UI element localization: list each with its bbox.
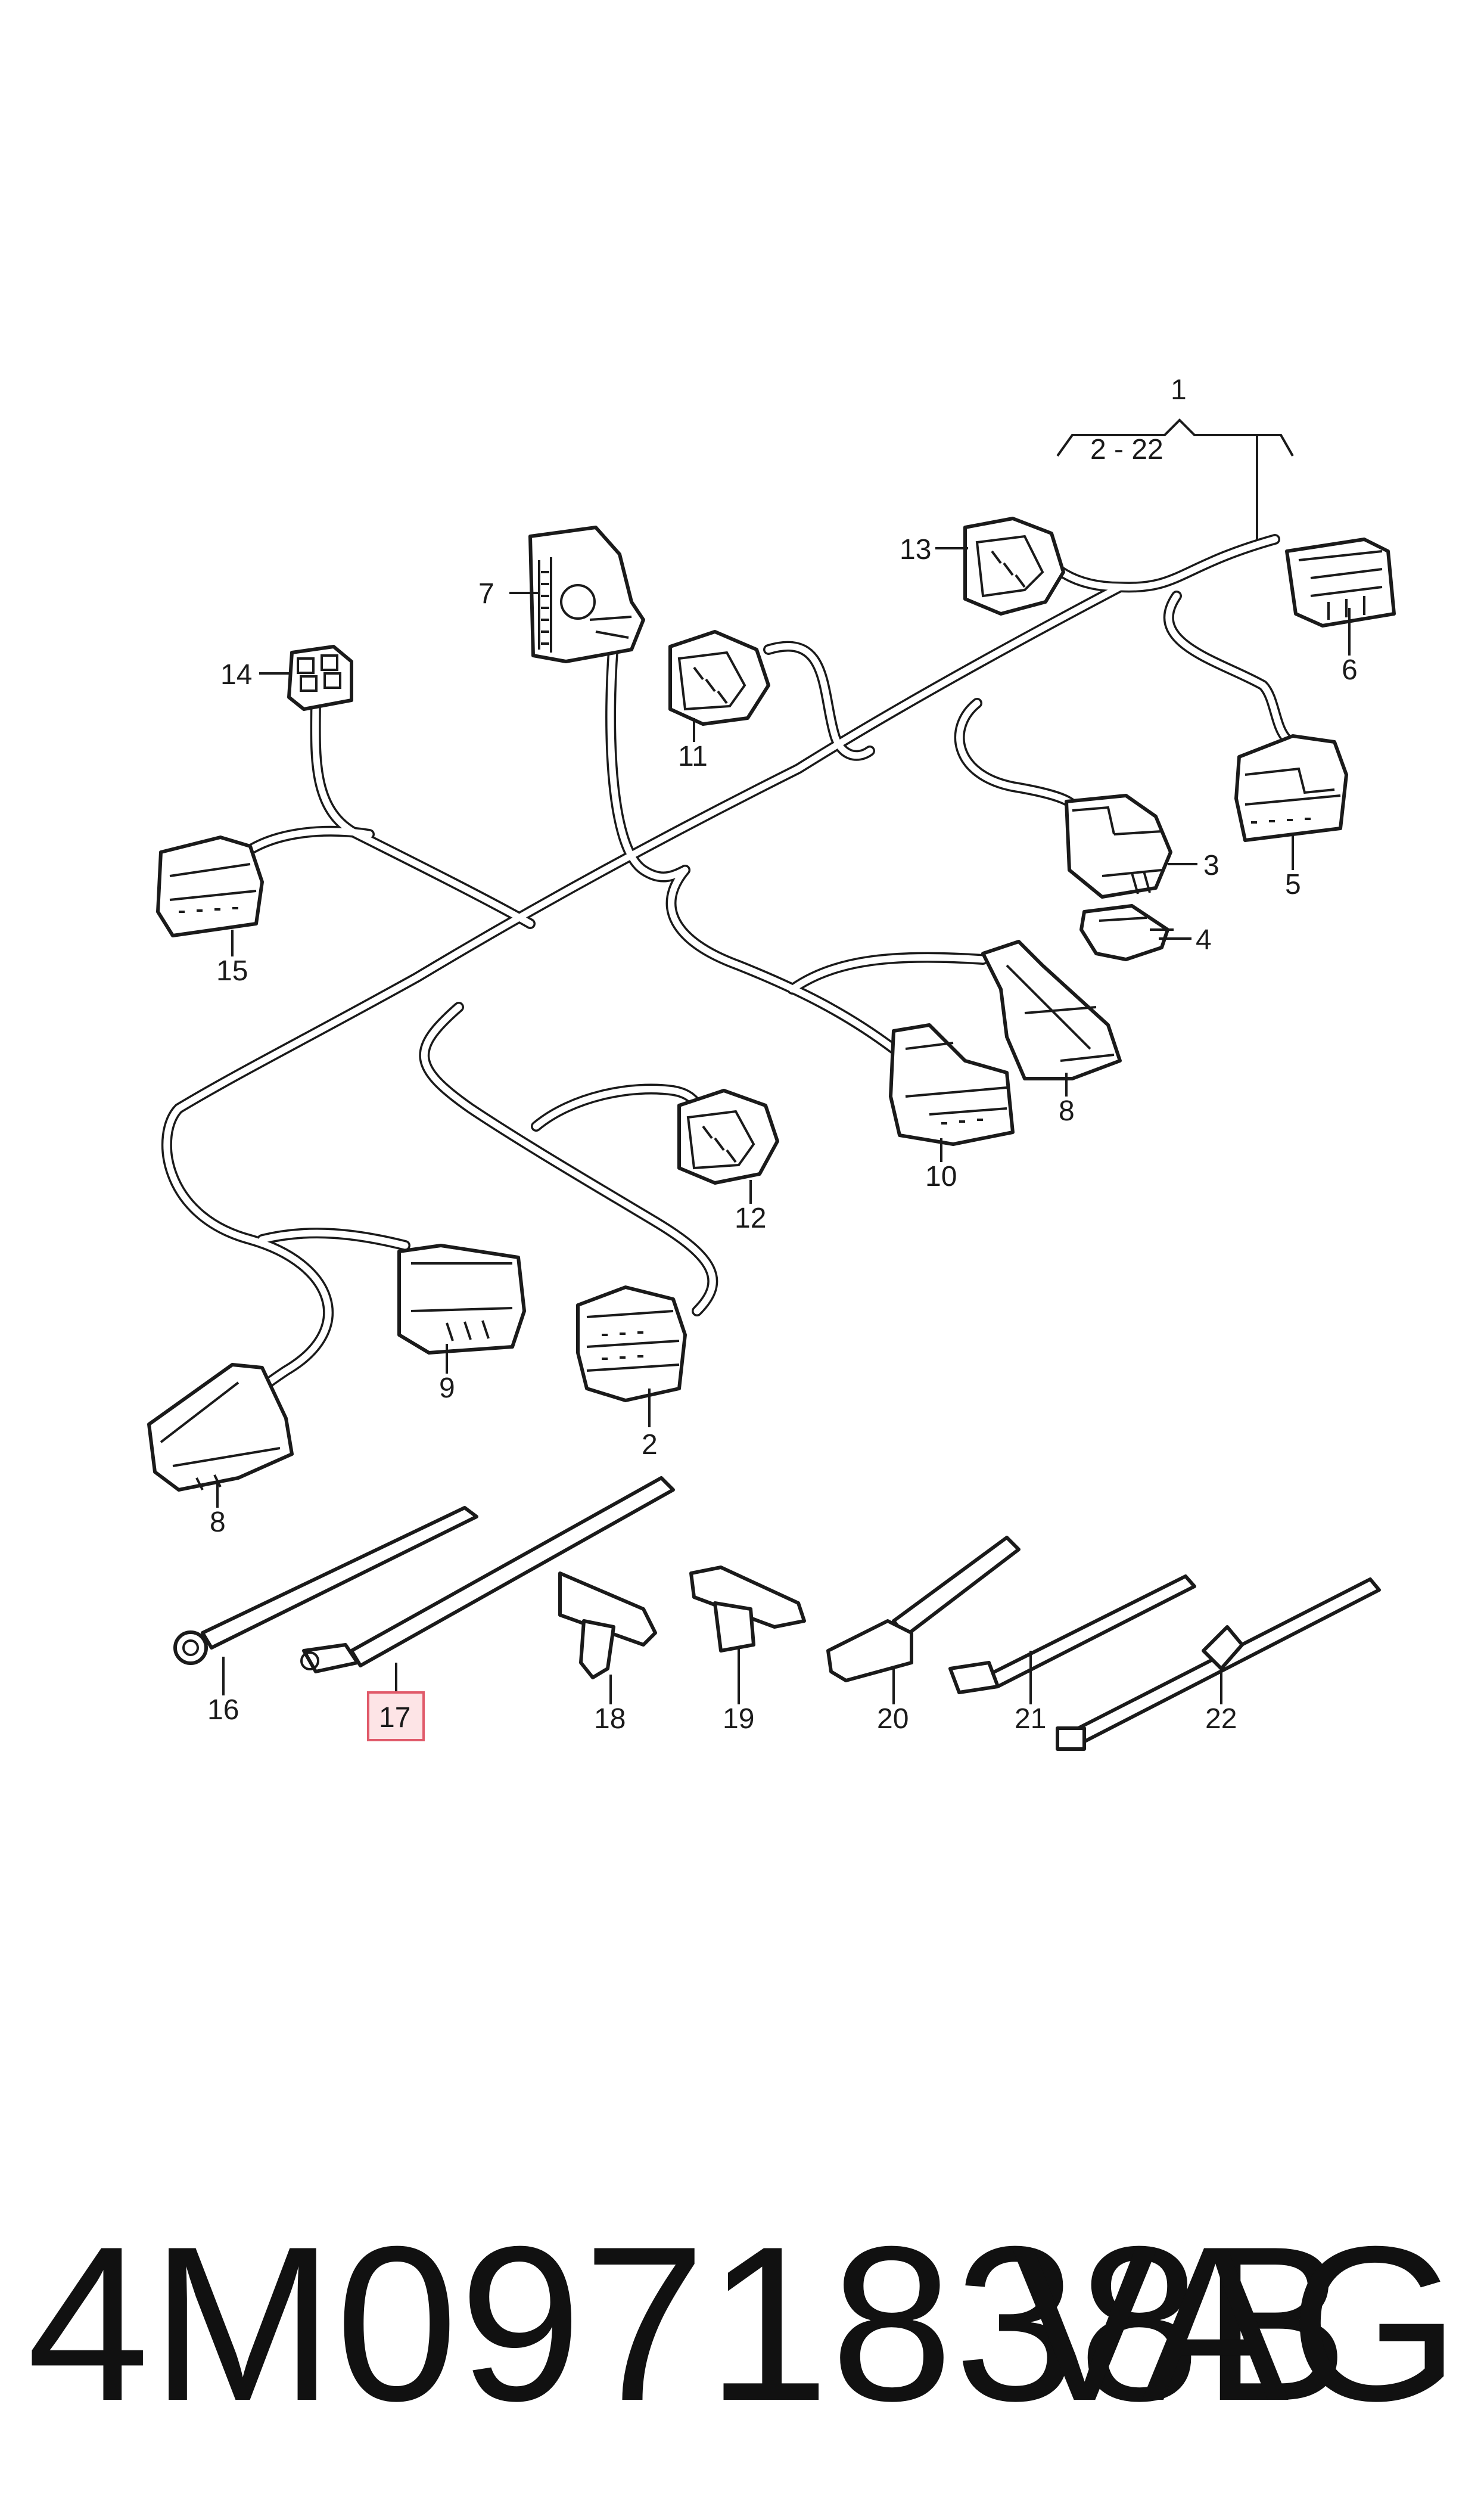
- cable-tie-20[interactable]: [826, 1536, 1021, 1682]
- leader-lines: [216, 547, 1351, 1704]
- wire-core: [765, 643, 873, 759]
- cable-tie-16[interactable]: [173, 1506, 478, 1665]
- callout-17-highlight: [367, 1691, 425, 1741]
- connector-14[interactable]: [287, 645, 353, 711]
- callout-3[interactable]: 3: [1203, 850, 1219, 881]
- connector-7[interactable]: [528, 526, 645, 663]
- callout-13[interactable]: 13: [900, 534, 931, 566]
- wire-core: [259, 1229, 409, 1249]
- callout-labels: 2 3 4 5 6 7 8 8 9 10 11 12 13 14 15 16 1…: [207, 534, 1358, 1741]
- brand-name: VAG: [1011, 2201, 1460, 2447]
- callout-20[interactable]: 20: [877, 1703, 909, 1735]
- callout-2[interactable]: 2: [642, 1429, 658, 1461]
- cable-tie-21[interactable]: [948, 1574, 1196, 1694]
- callout-15[interactable]: 15: [216, 955, 248, 987]
- clip-18[interactable]: [558, 1571, 657, 1679]
- callout-18[interactable]: 18: [594, 1703, 626, 1735]
- connector-13[interactable]: [963, 517, 1065, 616]
- callout-21[interactable]: 21: [1015, 1703, 1046, 1735]
- wire-segment: [310, 692, 536, 929]
- callout-14[interactable]: 14: [220, 659, 252, 691]
- callout-11[interactable]: 11: [678, 741, 708, 772]
- callout-16[interactable]: 16: [207, 1694, 239, 1726]
- wire-core: [789, 954, 987, 993]
- callout-8-lower[interactable]: 8: [210, 1507, 226, 1538]
- wire-core: [607, 640, 689, 881]
- callout-8-upper[interactable]: 8: [1059, 1095, 1075, 1127]
- callout-4[interactable]: 4: [1196, 924, 1212, 956]
- callout-9[interactable]: 9: [439, 1372, 455, 1404]
- wire-core: [421, 1004, 716, 1315]
- wire-core: [1165, 592, 1290, 743]
- assembly-number: 1: [1171, 374, 1187, 406]
- callout-6[interactable]: 6: [1342, 654, 1358, 686]
- connector-11[interactable]: [668, 630, 770, 726]
- connector-2[interactable]: [576, 1285, 687, 1402]
- assembly-range: 2 - 22: [1090, 434, 1163, 465]
- cable-tie-22[interactable]: [1056, 1577, 1381, 1751]
- connector-6[interactable]: [1285, 538, 1396, 628]
- callout-12[interactable]: 12: [735, 1203, 766, 1234]
- connector-5[interactable]: [1234, 734, 1348, 842]
- connector-10[interactable]: [889, 1023, 1015, 1146]
- connector-15[interactable]: [156, 835, 264, 937]
- callout-10[interactable]: 10: [925, 1161, 957, 1192]
- assembly-bracket: 1 2 - 22: [1056, 374, 1294, 539]
- callout-7[interactable]: 7: [478, 578, 494, 610]
- wire-core: [312, 694, 534, 927]
- clip-19[interactable]: [689, 1566, 806, 1653]
- callout-17[interactable]: 17: [379, 1702, 410, 1734]
- connector-8b[interactable]: [981, 940, 1122, 1080]
- callout-5[interactable]: 5: [1285, 869, 1301, 900]
- callout-22[interactable]: 22: [1205, 1703, 1237, 1735]
- connector-12[interactable]: [677, 1089, 779, 1185]
- connector-3[interactable]: [1065, 794, 1172, 899]
- callout-19[interactable]: 19: [723, 1703, 754, 1735]
- wire-core: [956, 700, 1076, 808]
- connector-4[interactable]: [1079, 904, 1174, 961]
- part-number: 4M0971838B: [27, 2201, 1351, 2447]
- connector-9[interactable]: [397, 1244, 526, 1355]
- wire-core: [163, 536, 1278, 1428]
- cable-tie-17[interactable]: [300, 1476, 675, 1673]
- footer: 4M0971838B VAG: [0, 2199, 1484, 2449]
- connector-8a[interactable]: [147, 1363, 294, 1492]
